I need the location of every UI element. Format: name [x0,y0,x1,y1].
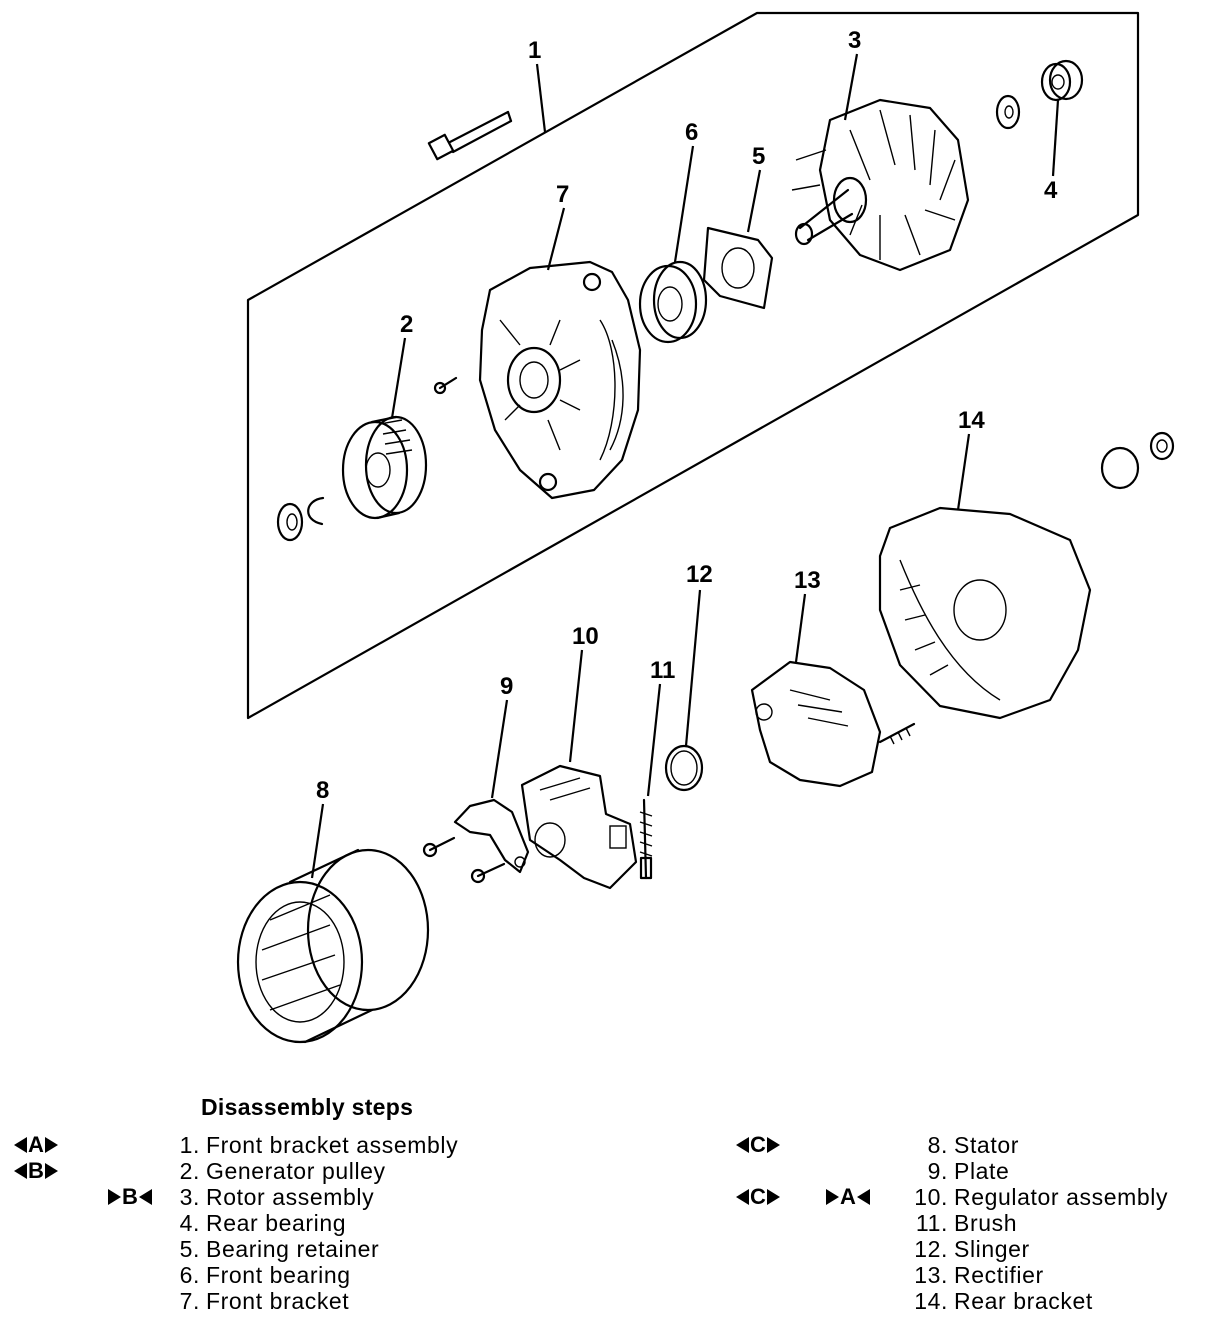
rotor-assembly-illustration [791,98,970,272]
callout-2: 2 [400,311,413,338]
rear-bearing-illustration [1040,59,1084,102]
legend-item-4: 4.Rear bearing [179,1210,347,1236]
leader-7 [546,207,566,271]
legend-item-14: 14.Rear bracket [914,1288,1093,1314]
leader-5 [746,169,762,233]
regulator-assembly-illustration [520,764,638,890]
legend-item-5: 5.Bearing retainer [179,1236,380,1262]
leader-8 [310,803,325,879]
leader-2 [390,337,407,419]
callout-10: 10 [572,623,599,650]
front-bearing-illustration [638,260,708,344]
marker-removal-C-stator: C [736,1132,780,1158]
legend-item-10: 10.Regulator assembly [914,1184,1169,1210]
callout-11: 11 [650,657,675,684]
callout-3: 3 [848,27,861,54]
rectifier-illustration [750,660,916,788]
leader-3 [843,53,859,121]
callout-5: 5 [752,143,765,170]
triangle-right-icon [108,1189,121,1205]
plate-illustration [422,798,530,884]
leader-11 [646,683,662,797]
triangle-right-icon [44,1163,58,1179]
legend-item-9: 9.Plate [927,1158,1010,1184]
slinger-illustration [664,744,704,792]
leader-4 [1051,99,1060,177]
triangle-left-icon [736,1137,749,1153]
leader-13 [794,593,807,663]
triangle-left-icon [736,1189,749,1205]
triangle-left-icon [14,1137,27,1153]
marker-install-A: A [826,1184,870,1210]
triangle-right-icon [44,1137,58,1153]
marker-removal-C-regulator: C [736,1184,780,1210]
triangle-left-icon [14,1163,27,1179]
triangle-right-icon [766,1137,780,1153]
leader-12 [684,589,702,747]
callout-1: 1 [528,37,541,64]
triangle-right-icon [766,1189,780,1205]
small-screw-illustration [433,376,458,395]
legend-item-8: 8.Stator [927,1132,1019,1158]
bearing-retainer-illustration [702,226,774,310]
stator-illustration [236,848,430,1044]
alternator-exploded-diagram: 1 2 3 4 5 6 7 8 9 10 11 12 13 14 [236,11,1175,1044]
leader-9 [490,699,509,799]
legend-item-13: 13.Rectifier [914,1262,1044,1288]
through-bolt-illustration [427,110,513,161]
leader-14 [956,433,971,511]
front-bracket-illustration [478,260,642,500]
legend-item-2: 2.Generator pulley [179,1158,386,1184]
triangle-left-icon [856,1189,870,1205]
legend-item-6: 6.Front bearing [179,1262,351,1288]
leader-1 [535,63,547,133]
leader-10 [568,649,584,763]
leader-6 [673,145,695,263]
triangle-left-icon [138,1189,152,1205]
front-bracket-assembly-outline [246,11,1140,720]
rear-bracket-illustration [878,431,1175,720]
washer-illustration [995,94,1021,130]
callout-13: 13 [794,567,821,594]
legend-title: Disassembly steps [201,1094,414,1120]
callout-7: 7 [556,181,569,208]
brush-illustration [639,798,653,880]
generator-pulley-illustration [341,415,428,520]
callout-6: 6 [685,119,698,146]
callout-9: 9 [500,673,513,700]
callout-8: 8 [316,777,329,804]
callout-12: 12 [686,561,713,588]
triangle-right-icon [826,1189,839,1205]
pulley-nut-illustration [276,496,325,542]
legend-item-11: 11.Brush [915,1210,1018,1236]
callout-14: 14 [958,407,985,434]
marker-removal-A: A [14,1132,58,1158]
legend-item-12: 12.Slinger [914,1236,1030,1262]
callout-4: 4 [1044,177,1058,204]
marker-removal-B: B [14,1158,58,1184]
legend-item-7: 7.Front bracket [179,1288,350,1314]
legend-item-3: 3.Rotor assembly [179,1184,375,1210]
legend-item-1: 1.Front bracket assembly [179,1132,459,1158]
marker-install-B: B [108,1184,152,1210]
